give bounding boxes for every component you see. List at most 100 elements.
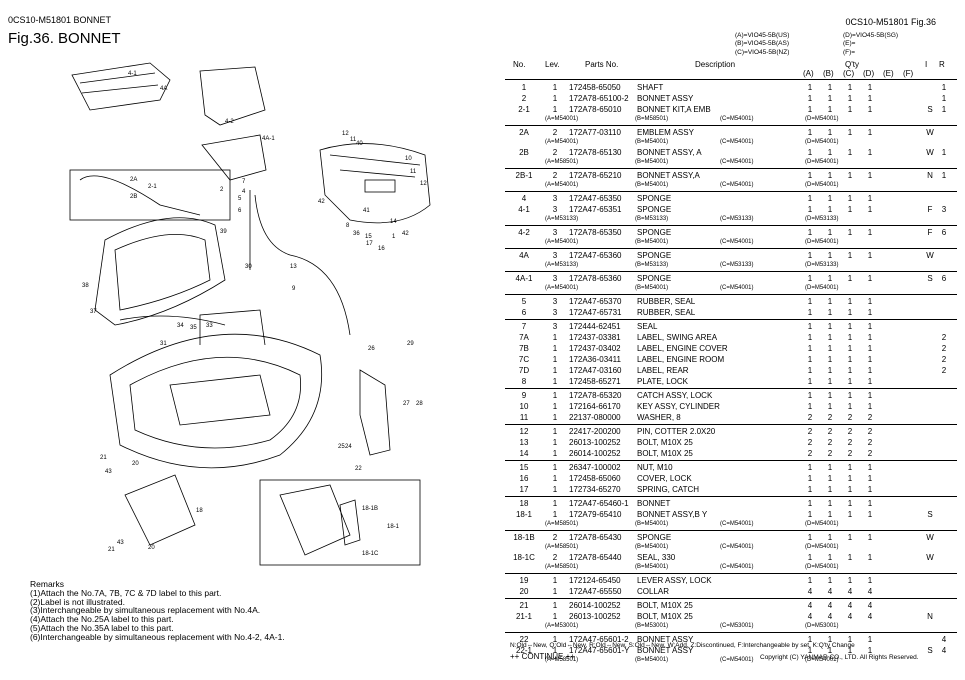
qty-value: 1: [827, 205, 833, 214]
qty-value: 2: [827, 438, 833, 447]
callout-label: 16: [378, 246, 385, 252]
callout-label: 6: [238, 208, 242, 214]
serial-range-row: (A=M53001)(B=M53001)(C=M53001)(D=M53001): [505, 622, 957, 631]
callout-label: 24: [345, 444, 352, 450]
serial-range: (A=M53001): [545, 623, 579, 629]
qty-value: 1: [867, 533, 873, 542]
callout-label: 35: [190, 325, 197, 331]
interchange-code: F: [927, 205, 933, 214]
part-level: 1: [552, 413, 558, 422]
qty-value: 1: [827, 322, 833, 331]
qty-value: 1: [867, 510, 873, 519]
part-ref-no: 7D: [518, 366, 530, 375]
header-code-right: 0CS10-M51801 Fig.36: [845, 17, 936, 27]
part-number: 26013-100252: [569, 612, 621, 621]
part-level: 2: [552, 128, 558, 137]
remark-ref: 1: [941, 94, 947, 103]
qty-value: 1: [827, 194, 833, 203]
callout-label: 42: [402, 231, 409, 237]
qty-value: 2: [867, 449, 873, 458]
serial-range-row: (A=M54001)(B=M54001)(C=M54001)(D=M54001): [505, 238, 957, 247]
part-description: BONNET ASSY: [637, 635, 694, 644]
callout-label: 8: [346, 223, 350, 229]
continue-text: ++ CONTINUE ++: [510, 652, 575, 661]
qty-value: 1: [847, 366, 853, 375]
qty-value: 1: [847, 94, 853, 103]
part-level: 1: [552, 463, 558, 472]
part-number: 172A78-65010: [569, 105, 622, 114]
qty-value: 1: [847, 148, 853, 157]
qty-value: 1: [827, 366, 833, 375]
part-description: SPONGE: [637, 205, 672, 214]
part-number: 172A47-65360: [569, 251, 622, 260]
qty-value: 1: [847, 274, 853, 283]
callout-label: 25: [338, 444, 345, 450]
qty-value: 2: [827, 427, 833, 436]
col-qty-d: (D): [863, 69, 875, 78]
qty-value: 1: [847, 344, 853, 353]
col-qty-f: (F): [903, 69, 914, 78]
qty-value: 1: [867, 635, 873, 644]
part-number: 172734-65270: [569, 485, 621, 494]
qty-value: 1: [807, 510, 813, 519]
part-ref-no: 9: [521, 391, 527, 400]
callout-label: 26: [368, 346, 375, 352]
part-description: SPRING, CATCH: [637, 485, 700, 494]
part-description: BOLT, M10X 25: [637, 438, 693, 447]
serial-range-row: (A=M58501)(B=M54001)(C=M54001)(D=M54001): [505, 520, 957, 529]
callout-label: 38: [82, 283, 89, 289]
part-description: BOLT, M10X 25: [637, 601, 693, 610]
qty-value: 1: [867, 646, 873, 655]
qty-value: 1: [827, 83, 833, 92]
qty-value: 1: [807, 94, 813, 103]
remark-2: (2)Label is not illustrated.: [30, 596, 125, 607]
remark-ref: 2: [941, 355, 947, 364]
qty-value: 1: [827, 105, 833, 114]
col-qty-a: (A): [803, 69, 814, 78]
part-number: 172A78-65320: [569, 391, 622, 400]
callout-label: 43: [117, 540, 124, 546]
callout-label: 4A: [160, 86, 167, 92]
part-ref-no: 4A-1: [515, 274, 533, 283]
part-ref-no: 13: [519, 438, 529, 447]
part-number: 172A78-65130: [569, 148, 622, 157]
qty-value: 1: [847, 171, 853, 180]
qty-value: 1: [847, 105, 853, 114]
qty-value: 1: [827, 308, 833, 317]
part-ref-no: 16: [519, 474, 529, 483]
qty-value: 1: [807, 402, 813, 411]
qty-value: 1: [807, 105, 813, 114]
interchange-code: W: [926, 128, 934, 137]
part-number: 172A47-65370: [569, 297, 622, 306]
page-title: Fig.36. BONNET: [8, 30, 121, 47]
qty-value: 1: [847, 333, 853, 342]
part-description: BONNET: [637, 499, 671, 508]
interchange-code: S: [927, 510, 933, 519]
qty-value: 1: [867, 377, 873, 386]
qty-value: 1: [847, 553, 853, 562]
qty-value: 1: [867, 251, 873, 260]
part-number: 172458-65050: [569, 83, 621, 92]
part-number: 172437-03402: [569, 344, 621, 353]
callout-label: 37: [90, 309, 97, 315]
qty-value: 1: [867, 322, 873, 331]
qty-value: 4: [807, 601, 813, 610]
qty-value: 1: [827, 94, 833, 103]
qty-value: 1: [847, 485, 853, 494]
part-ref-no: 14: [519, 449, 529, 458]
qty-value: 2: [827, 449, 833, 458]
qty-value: 1: [867, 308, 873, 317]
serial-range: (B=M54001): [635, 159, 669, 165]
part-level: 1: [552, 105, 558, 114]
qty-value: 1: [847, 576, 853, 585]
serial-range: (C=M54001): [720, 657, 754, 663]
